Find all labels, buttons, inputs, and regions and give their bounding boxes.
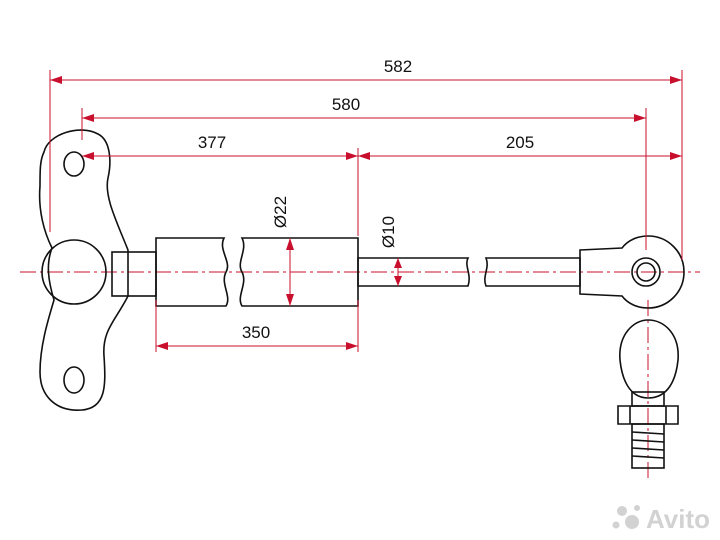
- bracket-ball: [41, 239, 107, 305]
- cylinder-body: [155, 237, 359, 307]
- extension-lines: [49, 70, 683, 352]
- eye-hole-outer: [631, 257, 661, 287]
- dimension-582: 582: [50, 57, 682, 84]
- piston-rod: [357, 257, 581, 287]
- cylinder-length-label: 350: [242, 323, 270, 342]
- eye-hole-inner: [636, 262, 656, 282]
- bracket-hole-top: [63, 151, 85, 177]
- dimension-580: 580: [82, 95, 646, 122]
- dimension-350: 350: [156, 323, 358, 350]
- dimension-diameter-10: Ø10: [379, 216, 402, 286]
- dimension-205: 205: [358, 133, 682, 160]
- mounting-bracket: [38, 129, 129, 411]
- rod-section-label: 205: [506, 133, 534, 152]
- avito-watermark: Avito: [612, 504, 710, 534]
- dimension-377: 377: [82, 133, 358, 160]
- overall-length-label: 582: [384, 57, 412, 76]
- ball-stud: [617, 319, 679, 469]
- dimension-diameter-22: Ø22: [271, 196, 294, 306]
- cylinder-end-fitting: [111, 251, 157, 297]
- body-diameter-label: Ø22: [271, 196, 290, 228]
- body-section-label: 377: [198, 133, 226, 152]
- bracket-hole-bottom: [63, 366, 85, 394]
- watermark-text: Avito: [646, 504, 710, 534]
- rod-end-eye: [579, 235, 685, 309]
- rod-diameter-label: Ø10: [379, 216, 398, 248]
- center-length-label: 580: [332, 95, 360, 114]
- avito-logo-icon: [617, 506, 627, 516]
